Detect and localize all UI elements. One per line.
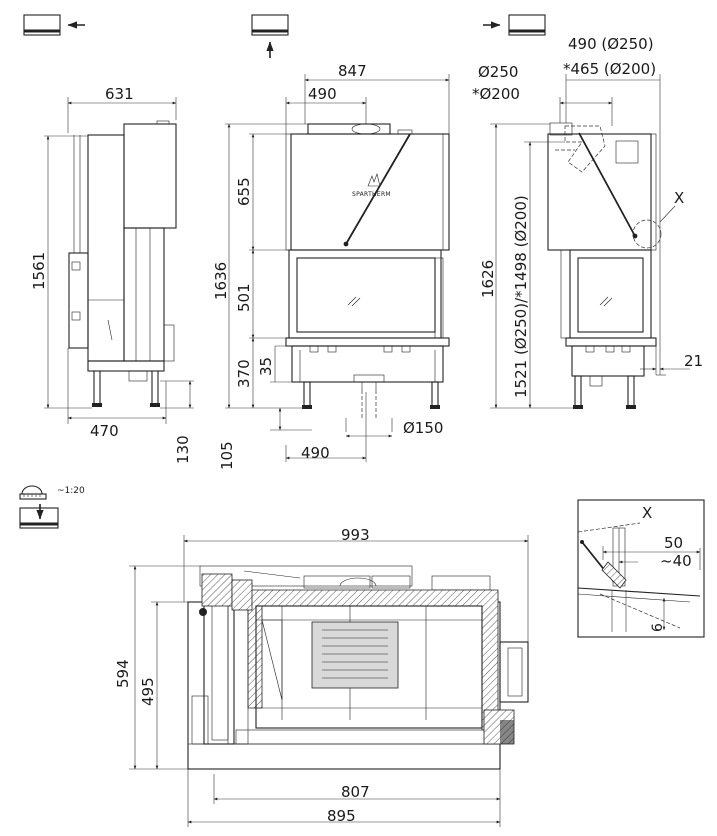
detail-dim-6: 6: [650, 623, 666, 632]
dim-front-h-total: 1636: [212, 262, 230, 300]
dim-right-top-1: 490 (Ø250): [568, 35, 654, 53]
dim-left-depth: 470: [90, 422, 119, 440]
view-icon-right: [483, 14, 546, 36]
side-view-right: [490, 74, 690, 409]
dim-left-height: 1561: [30, 252, 48, 290]
dim-right-h-flue: 1521 (Ø250)/*1498 (Ø200): [512, 195, 530, 398]
dim-front-duct-offset: 490: [301, 444, 330, 462]
plan-view: [129, 535, 529, 827]
front-view: SPARTHERM: [225, 74, 450, 462]
dim-right-h-total: 1626: [479, 260, 497, 298]
view-icon-top: [19, 504, 59, 529]
scale-label: ~1:20: [57, 486, 85, 496]
dim-flue-b: *Ø200: [472, 85, 520, 103]
front-logo: SPARTHERM: [352, 191, 391, 198]
dim-plan-width: 993: [341, 526, 370, 544]
dim-plan-depth-total: 594: [114, 659, 132, 688]
dim-left-legs: 130: [174, 435, 192, 464]
dim-front-h-glass: 501: [235, 283, 253, 312]
dim-plan-depth-inner: 495: [139, 677, 157, 706]
dim-plan-bottom-1: 807: [341, 783, 370, 801]
detail-x-box: [577, 499, 705, 638]
detail-reference-x: X: [674, 189, 684, 207]
dim-front-h-top: 655: [235, 177, 253, 206]
dim-front-duct: Ø150: [403, 419, 443, 437]
view-icon-left: [23, 14, 85, 36]
detail-dim-50: 50: [664, 534, 683, 552]
dim-right-side: 21: [684, 352, 703, 370]
side-view-left: [44, 97, 194, 424]
view-icon-front: [251, 14, 289, 58]
dim-front-width: 847: [338, 62, 367, 80]
dim-front-h-bottom: 370: [235, 359, 253, 388]
dim-front-h-legs: 105: [218, 441, 236, 470]
dim-front-h-step: 35: [257, 357, 275, 376]
dim-front-offset: 490: [308, 85, 337, 103]
detail-title: X: [642, 504, 652, 522]
detail-dim-40: ~40: [660, 552, 692, 570]
dim-flue-a: Ø250: [478, 63, 518, 81]
dim-right-top-2: *465 (Ø200): [563, 60, 656, 78]
dim-left-width: 631: [105, 85, 134, 103]
dim-plan-bottom-2: 895: [327, 807, 356, 825]
ruler-scale-icon: [19, 485, 47, 500]
